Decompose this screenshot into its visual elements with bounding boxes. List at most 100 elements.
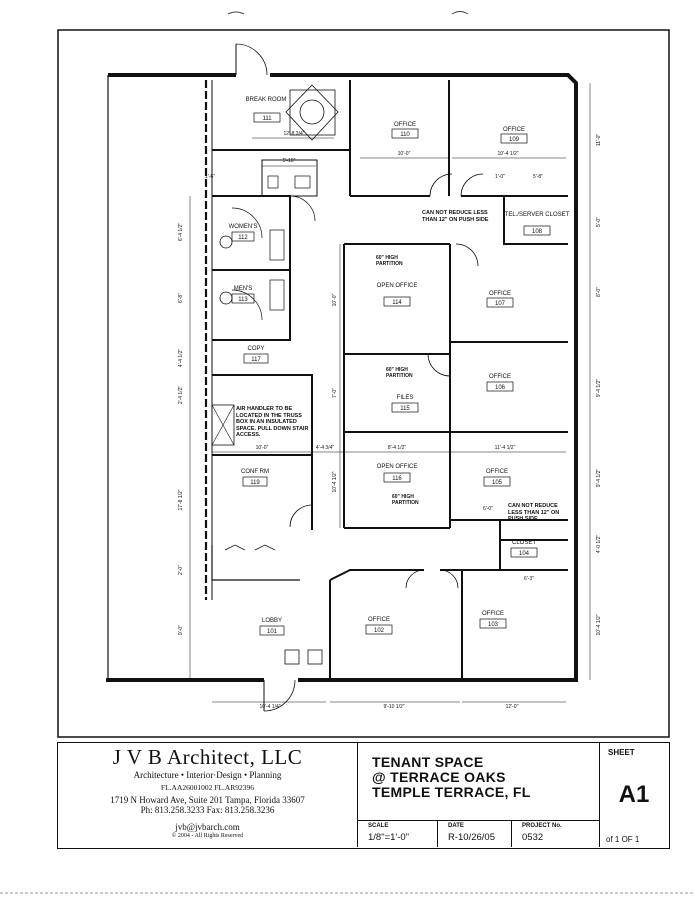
room-name: OFFICE	[503, 127, 525, 133]
note-partition-116: 60" HIGH PARTITION	[392, 494, 419, 506]
project-title: TENANT SPACE @ TERRACE OAKS TEMPLE TERRA…	[358, 743, 600, 821]
room-number: 114	[392, 300, 402, 306]
sheet-label: SHEET	[608, 748, 635, 757]
note-partition-114: 60" HIGH PARTITION	[376, 255, 403, 267]
room-name: OFFICE	[489, 291, 511, 297]
room-112: WOMEN'S 112	[229, 224, 258, 242]
date-cell: DATE R-10/26/05	[438, 821, 512, 847]
room-117: COPY 117	[243, 346, 269, 364]
note-partition-115: 60" HIGH PARTITION	[386, 367, 413, 379]
room-101: LOBBY 101	[259, 618, 285, 636]
project-number-label: PROJECT No.	[522, 823, 562, 829]
dim: 10'-0"	[332, 293, 338, 306]
project-line: @ TERRACE OAKS	[372, 769, 506, 785]
dim: 4'-4 1/2"	[178, 349, 184, 368]
room-number: 104	[519, 551, 530, 557]
firm-info: J V B Architect, LLC Architecture • Inte…	[58, 743, 358, 847]
room-number: 110	[400, 132, 410, 138]
room-name: CLOSET	[512, 540, 536, 546]
room-116: OPEN OFFICE 116	[377, 464, 418, 483]
room-number: 111	[262, 116, 272, 122]
dim: 9'-4 1/2"	[596, 469, 602, 488]
dim: 1'-6"	[205, 174, 215, 180]
sheet-cell: SHEET A1 of 1 OF 1	[600, 743, 668, 847]
dim: 10'-4 1/2"	[596, 614, 602, 635]
room-name: OFFICE	[394, 122, 416, 128]
project-line: TEMPLE TERRACE, FL	[372, 784, 531, 800]
room-name: CONF RM	[241, 469, 269, 475]
note-can-not-reduce-bottom: CAN NOT REDUCE LESS THAN 12" ON PUSH SID…	[508, 503, 559, 522]
room-number: 115	[400, 406, 410, 412]
room-103: OFFICE 103	[479, 611, 507, 629]
firm-copyright: © 2004 - All Rights Reserved	[171, 833, 244, 839]
room-name: OPEN OFFICE	[377, 464, 418, 470]
dim: 6'-8"	[178, 293, 184, 303]
dimension-labels: 12'-8 3/4" 5'-10" 10'-0" 10'-4 1/2" 1'-0…	[178, 131, 602, 710]
room-labels: BREAK ROOM 111 OFFICE 110 OFFICE 109 TEL…	[229, 97, 570, 636]
room-name: MEN'S	[234, 286, 252, 292]
scale-value: 1/8"=1'-0"	[368, 832, 410, 843]
room-name: WOMEN'S	[229, 224, 258, 230]
dim: 10'-0"	[256, 445, 269, 451]
dim: 9'-10 1/2"	[383, 704, 404, 710]
room-number: 108	[532, 229, 543, 235]
project-line: TENANT SPACE	[372, 754, 484, 770]
scale-cell: SCALE 1/8"=1'-0"	[358, 821, 438, 847]
room-113: MEN'S 113	[231, 286, 255, 304]
room-106: OFFICE 106	[486, 374, 514, 392]
room-number: 112	[238, 235, 248, 241]
firm-address: 1719 N Howard Ave, Suite 201 Tampa, Flor…	[110, 795, 305, 805]
dim: 9'-0"	[178, 625, 184, 635]
room-name: OPEN OFFICE	[377, 283, 418, 289]
dim: 2'-0"	[178, 565, 184, 575]
scale-label: SCALE	[368, 823, 389, 829]
room-number: 103	[488, 622, 499, 628]
room-name: OFFICE	[486, 469, 508, 475]
dim: 8'-4 1/2"	[388, 445, 407, 451]
room-number: 109	[509, 137, 520, 143]
room-114: OPEN OFFICE 114	[377, 283, 418, 307]
dim: 1'-0"	[495, 174, 505, 180]
room-name: OFFICE	[368, 617, 390, 623]
room-107: OFFICE 107	[486, 291, 514, 308]
dim: 5'-8"	[533, 174, 543, 180]
room-name: COPY	[247, 346, 264, 352]
dim: 4'-4 3/4"	[316, 445, 335, 451]
room-119: CONF RM 119	[241, 469, 269, 487]
room-number: 101	[267, 629, 278, 635]
room-number: 113	[238, 297, 248, 303]
room-name: OFFICE	[482, 611, 504, 617]
room-name: TEL./SERVER CLOSET	[505, 212, 570, 218]
date-value: R-10/26/05	[448, 832, 496, 843]
dim: 7'-0"	[332, 388, 338, 398]
room-number: 117	[251, 357, 261, 363]
room-109: OFFICE 109	[500, 127, 528, 144]
floor-plan	[106, 43, 591, 712]
room-name: OFFICE	[489, 374, 511, 380]
room-number: 102	[374, 628, 385, 634]
project-number-value: 0532	[522, 832, 544, 843]
room-number: 106	[495, 385, 506, 391]
dim: 11'-0"	[596, 134, 602, 147]
sheet-of: of 1 OF 1	[606, 835, 640, 844]
room-number: 119	[250, 480, 260, 486]
dim: 6'-3"	[524, 576, 534, 582]
firm-licenses: FL.AA26001002 FL.AR92396	[160, 783, 255, 792]
dim: 9'-4 1/2"	[596, 379, 602, 398]
project-number-cell: PROJECT No. 0532	[512, 821, 600, 847]
room-105: OFFICE 105	[483, 469, 511, 487]
room-102: OFFICE 102	[365, 617, 393, 635]
room-number: 107	[495, 301, 506, 307]
firm-name: J V B Architect, LLC	[112, 745, 303, 769]
firm-services: Architecture • Interior·Design • Plannin…	[133, 770, 282, 780]
note-can-not-reduce-top: CAN NOT REDUCE LESS THAN 12" ON PUSH SID…	[422, 210, 488, 223]
dim: 11'-4 1/2"	[495, 445, 516, 451]
drawing-border	[57, 29, 670, 738]
dim: 6'-0"	[483, 506, 493, 512]
dim: 10'-4 1/2"	[332, 471, 338, 492]
dim: 8'-0"	[596, 287, 602, 297]
dim: 5'-10"	[283, 158, 296, 164]
title-block: J V B Architect, LLC Architecture • Inte…	[57, 742, 670, 849]
dim: 17'-8 1/2"	[178, 489, 184, 510]
